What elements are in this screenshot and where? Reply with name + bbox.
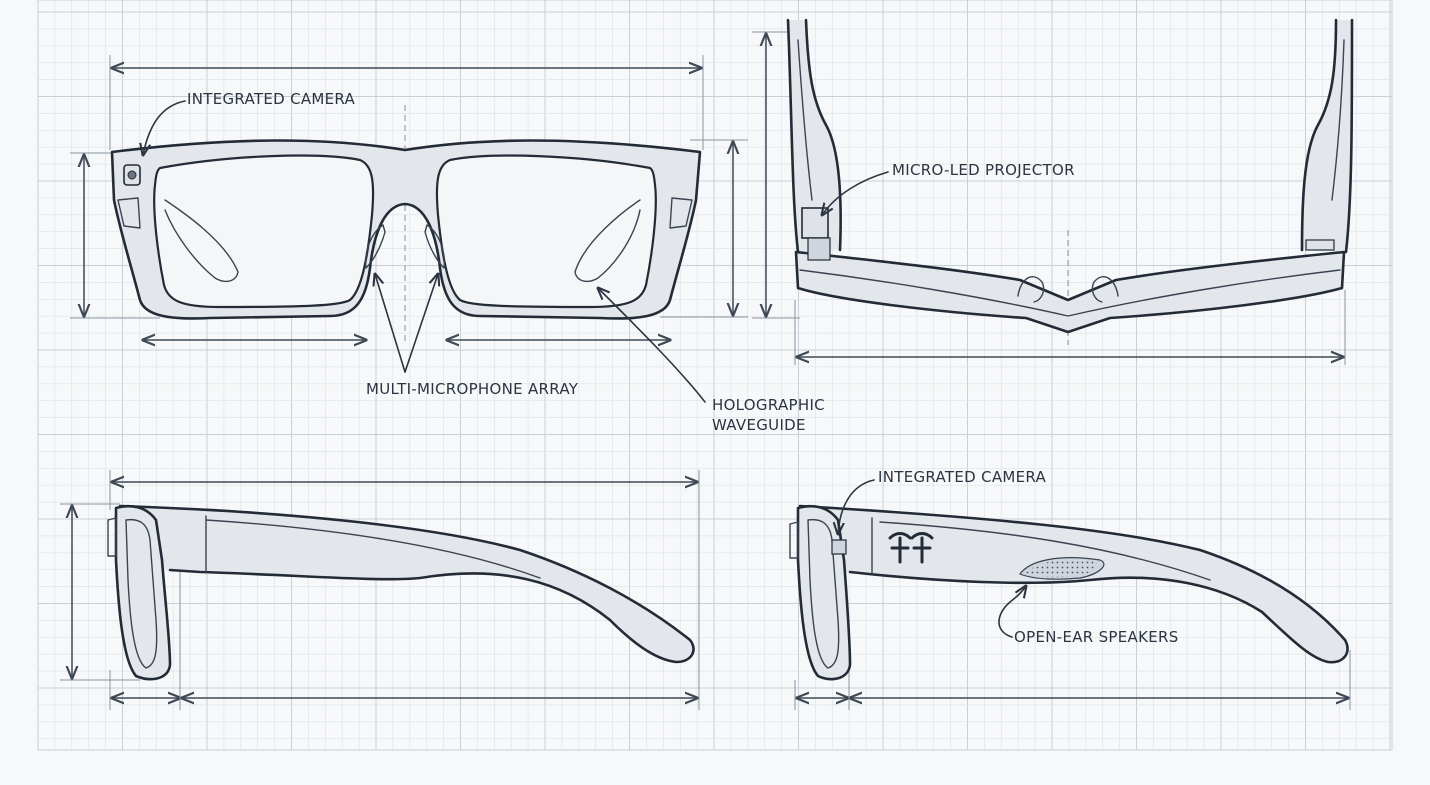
label-integrated-camera-side: INTEGRATED CAMERA bbox=[878, 468, 1047, 486]
label-waveguide: WAVEGUIDE bbox=[712, 416, 806, 434]
label-micro-led-projector: MICRO-LED PROJECTOR bbox=[892, 161, 1075, 179]
label-open-ear-speakers: OPEN-EAR SPEAKERS bbox=[1014, 628, 1179, 646]
side-view-right: INTEGRATED CAMERA OPEN-EAR SPEAKERS bbox=[789, 468, 1351, 710]
label-integrated-camera-front: INTEGRATED CAMERA bbox=[187, 90, 356, 108]
ff-logo-icon bbox=[888, 532, 934, 564]
label-holographic: HOLOGRAPHIC bbox=[712, 396, 825, 414]
side-view-left bbox=[60, 470, 700, 710]
label-multi-microphone-array: MULTI-MICROPHONE ARRAY bbox=[366, 380, 579, 398]
top-view: MICRO-LED PROJECTOR bbox=[752, 18, 1354, 365]
graph-paper-grid bbox=[37, 0, 1393, 751]
front-view: INTEGRATED CAMERA MULTI-MICROPHONE ARRAY… bbox=[70, 55, 825, 434]
